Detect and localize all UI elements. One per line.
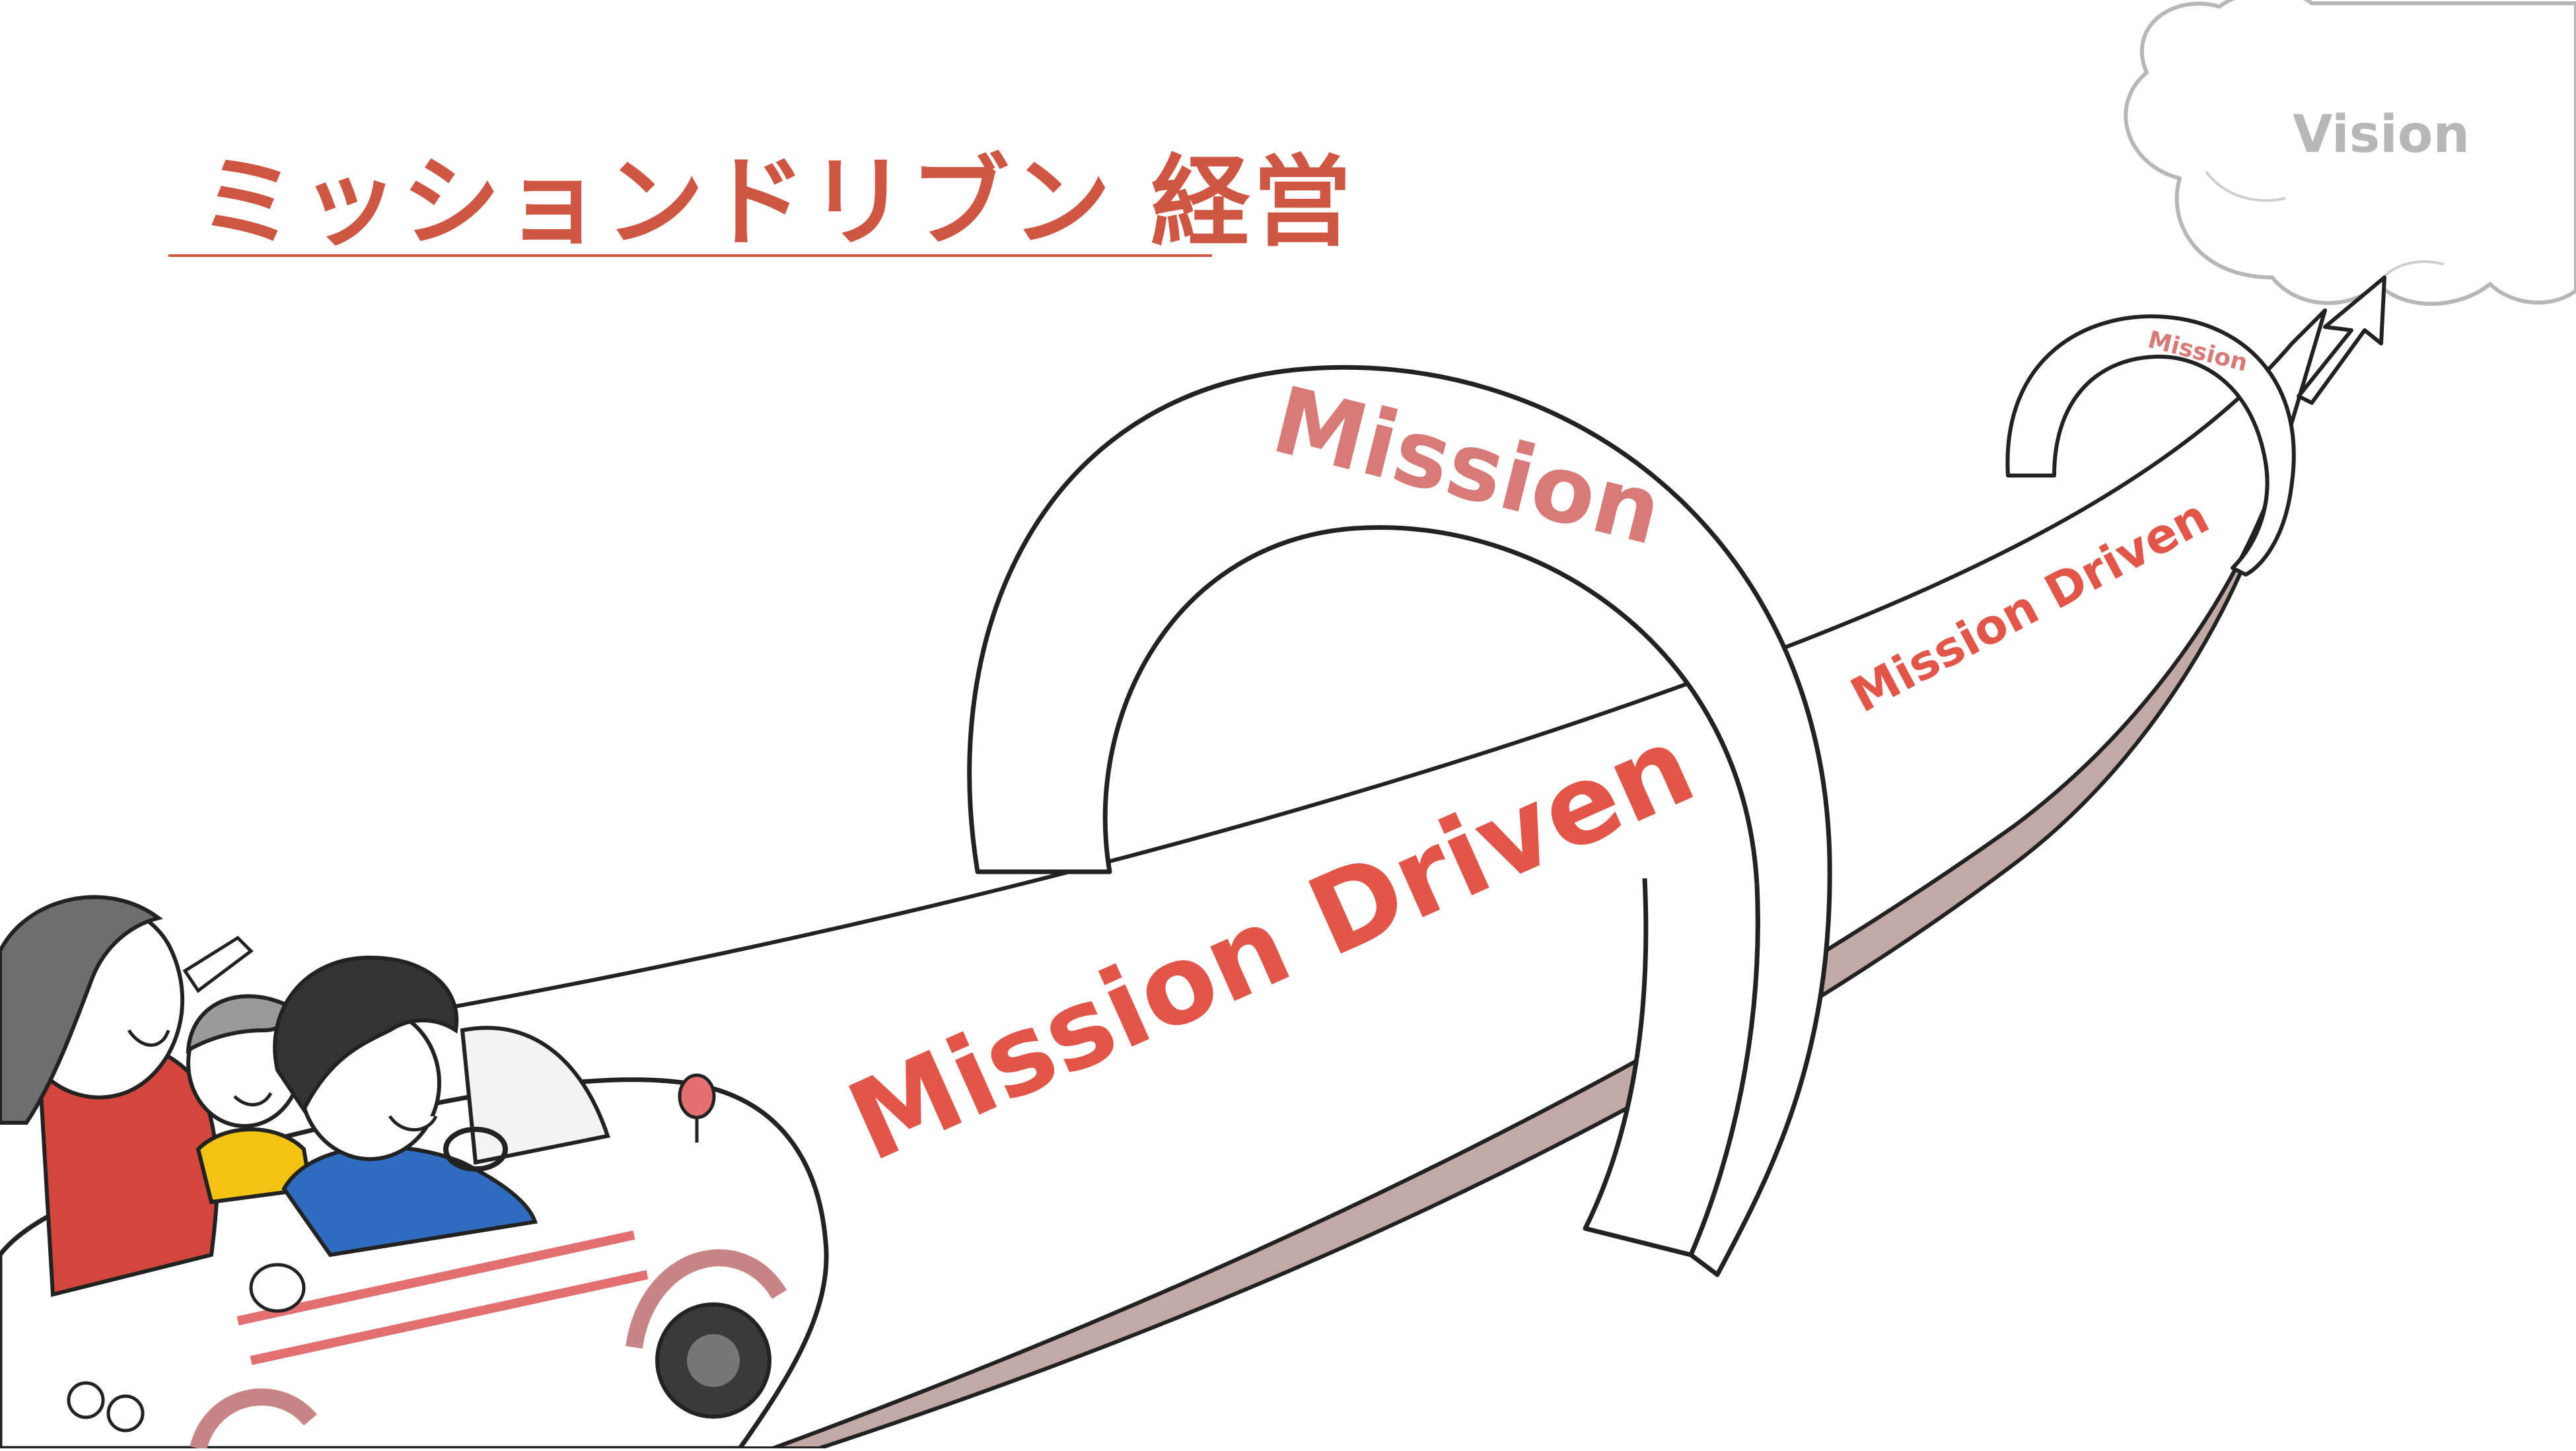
title-underline (168, 254, 1212, 257)
vision-cloud: Vision (2126, 0, 2576, 304)
vision-label: Vision (2293, 105, 2470, 164)
page-title: ミッションドリブン 経営 (198, 122, 1354, 265)
